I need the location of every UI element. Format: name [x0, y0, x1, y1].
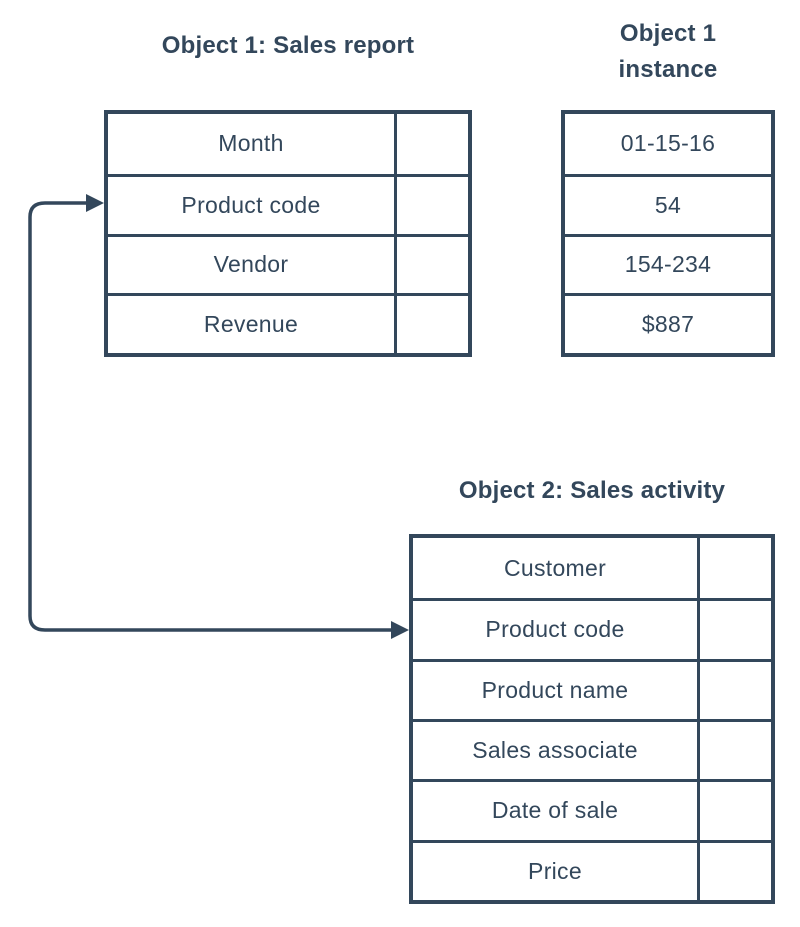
object1-instance-title-line2: instance [618, 56, 718, 83]
value-cell [394, 114, 468, 174]
value-cell [697, 721, 771, 780]
table-row: Customer [413, 538, 771, 599]
table-row: Date of sale [413, 779, 771, 840]
object2-title: Object 2: Sales activity [458, 477, 726, 504]
field-label-cell: Customer [503, 554, 607, 581]
field-label-cell: Product code [181, 191, 321, 218]
table-row: Product code [413, 598, 771, 659]
table-row: Month [108, 114, 468, 174]
field-label-cell: Revenue [203, 311, 299, 338]
table-row: Sales associate [413, 718, 771, 780]
value-cell [394, 236, 468, 294]
table-row: Product name [413, 658, 771, 719]
object1-instance-title: Object 1 instance [561, 16, 775, 88]
field-label-cell: Price [528, 857, 582, 884]
object1-instance-title-line1: Object 1 [619, 20, 717, 47]
field-label-cell: Date of sale [491, 797, 619, 824]
table-row: $887 [565, 293, 771, 353]
object1-instance-table: 01-15-16 54 154-234 $887 [561, 110, 775, 357]
object1-table: Month Product code Vendor Revenue [104, 110, 472, 357]
value-cell [697, 601, 771, 659]
instance-value-cell: 54 [654, 191, 682, 218]
value-cell [394, 176, 468, 234]
instance-value-cell: 154-234 [624, 251, 712, 278]
instance-value-cell: 01-15-16 [620, 130, 716, 157]
field-label-cell: Product code [485, 616, 625, 643]
table-row: Revenue [108, 293, 468, 353]
instance-value-cell: $887 [641, 311, 695, 338]
arrowhead-icon [86, 194, 104, 212]
field-label-cell: Vendor [213, 251, 289, 278]
value-cell [697, 842, 771, 900]
table-row: 154-234 [565, 233, 771, 294]
object2-table: Customer Product code Product name Sales… [409, 534, 775, 904]
value-cell [697, 538, 771, 599]
object1-title: Object 1: Sales report [161, 32, 415, 59]
arrowhead-icon [391, 621, 409, 639]
table-row: Vendor [108, 233, 468, 294]
field-label-cell: Month [218, 130, 284, 157]
value-cell [394, 296, 468, 353]
table-row: Product code [108, 173, 468, 234]
table-row: 01-15-16 [565, 114, 771, 174]
field-label-cell: Sales associate [472, 737, 638, 764]
field-label-cell: Product name [481, 676, 629, 703]
table-row: Price [413, 839, 771, 900]
value-cell [697, 782, 771, 840]
table-row: 54 [565, 173, 771, 234]
value-cell [697, 661, 771, 719]
